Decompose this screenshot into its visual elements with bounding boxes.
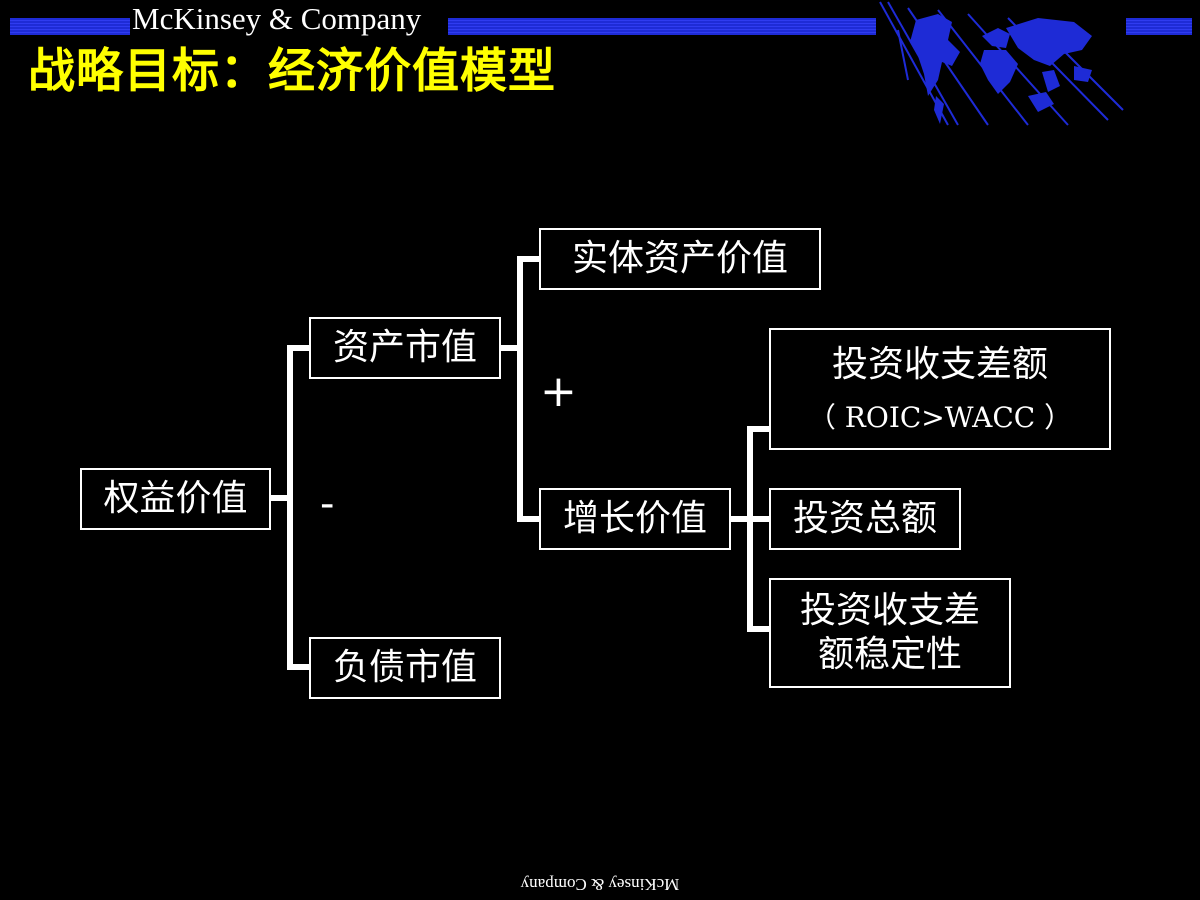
node-spread-stability: 投资收支差 额稳定性 [769,578,1011,688]
connector-root-vertical [287,345,293,670]
mckinsey-logo: McKinsey & Company [132,1,422,36]
node-debt-market-value: 负债市值 [309,637,501,699]
connector-asset-stub [500,345,522,351]
minus-operator: - [320,481,335,527]
connector-growth-stub [730,516,752,522]
connector-to-total-investment [747,516,771,522]
node-growth-value: 增长价值 [539,488,731,550]
node-equity-value: 权益价值 [80,468,271,530]
connector-to-spread-stability [747,626,771,632]
header-band-left [10,18,130,35]
page-title: 战略目标：经济价值模型 [28,44,556,99]
connector-asset-vertical [517,256,523,522]
header-band-middle [448,18,876,35]
node-asset-market-value: 资产市值 [309,317,501,379]
connector-to-growth-value [517,516,541,522]
connector-root-stub [270,495,290,501]
header-band-right [1126,18,1192,35]
world-map-icon [879,1,1124,126]
footer-logo: McKinsey & Company [520,875,680,894]
connector-to-debt-value [287,664,311,670]
connector-to-invest-spread [747,426,771,432]
node-invest-spread: 投资收支差额 （ ROIC>WACC ） [769,328,1111,450]
plus-operator: + [540,366,577,417]
invest-spread-note: （ ROIC>WACC ） [807,401,1073,434]
spread-stability-line2: 额稳定性 [817,634,962,675]
node-entity-asset-value: 实体资产价值 [539,228,821,290]
spread-stability-line1: 投资收支差 [799,590,980,631]
connector-to-asset-value [287,345,311,351]
connector-to-entity-asset-value [517,256,541,262]
connector-growth-vertical [747,426,753,632]
node-total-investment: 投资总额 [769,488,961,550]
invest-spread-label: 投资收支差额 [831,344,1048,385]
